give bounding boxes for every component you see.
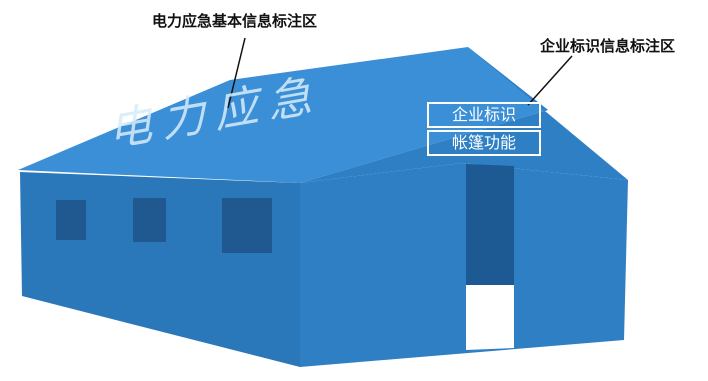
- callout-roof-area: 电力应急基本信息标注区: [152, 12, 318, 30]
- tent-gable: [300, 47, 628, 183]
- callout-line-roof: [227, 37, 246, 109]
- tent-end-wall: [300, 163, 628, 367]
- callout-logo-area: 企业标识信息标注区: [540, 37, 676, 55]
- tent-door-opening: [466, 285, 514, 350]
- tent-window-2: [133, 198, 166, 242]
- sign-tent-function: 帐篷功能: [427, 130, 541, 156]
- tent-window-1: [56, 200, 86, 240]
- tent-roof: [18, 47, 548, 183]
- sign-company-logo: 企业标识: [427, 102, 541, 128]
- tent-window-3: [222, 198, 272, 253]
- callout-line-logo: [527, 55, 573, 106]
